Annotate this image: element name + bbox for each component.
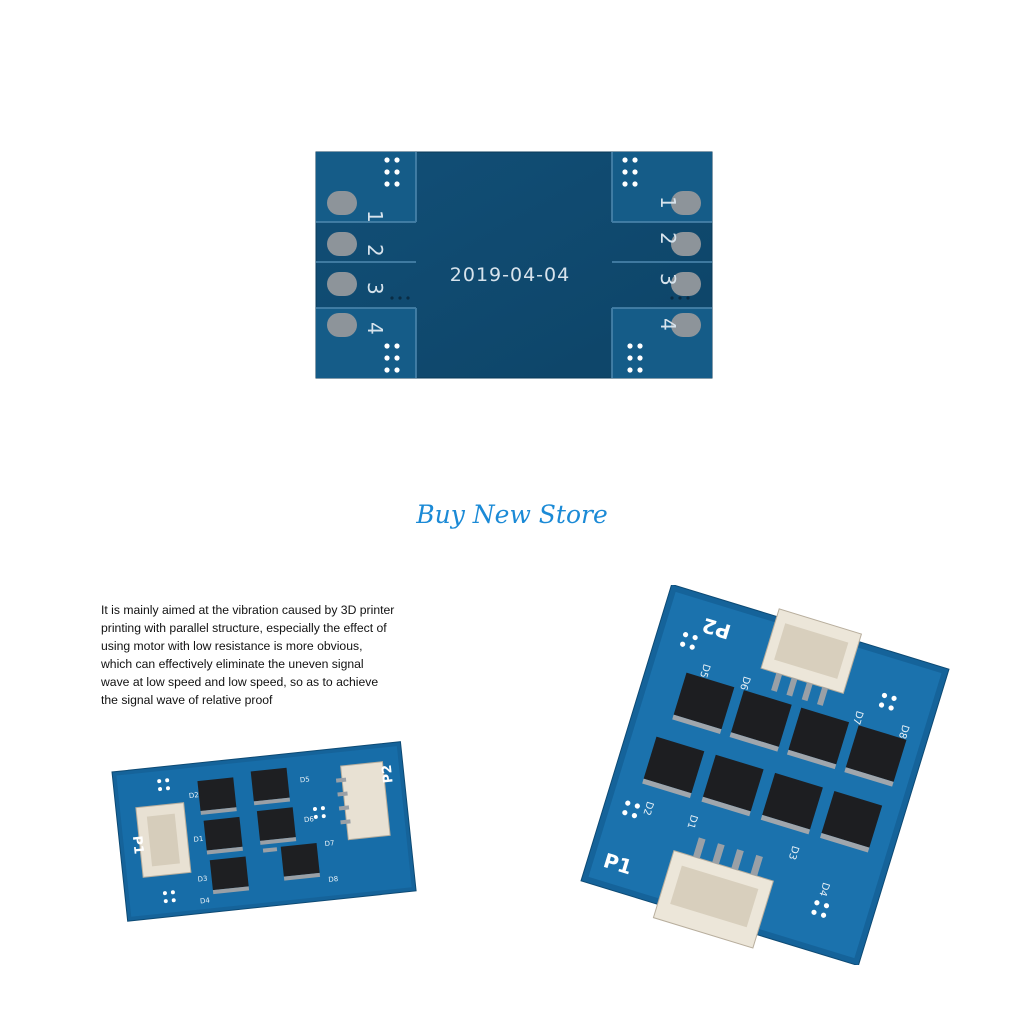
connector-label-p1: P1 xyxy=(129,835,146,855)
pad-number-right-3: 3 xyxy=(656,273,680,286)
pad-number-right-4: 4 xyxy=(656,318,680,331)
store-title: Buy New Store xyxy=(416,500,608,529)
diode-label: D6 xyxy=(737,675,752,692)
diode-label: D7 xyxy=(324,839,335,848)
diode-label: D2 xyxy=(640,800,655,817)
diode-label: D8 xyxy=(328,875,339,884)
pad-number-right-1: 1 xyxy=(656,196,680,209)
description-line: wave at low speed and low speed, so as t… xyxy=(101,675,379,689)
diode-label: D3 xyxy=(197,875,208,884)
diode-label: D2 xyxy=(189,791,200,800)
diode-label: D1 xyxy=(193,835,204,844)
diode-label: D4 xyxy=(816,881,831,898)
pad-number-right-2: 2 xyxy=(656,232,680,245)
diode-label: D8 xyxy=(896,723,911,740)
diode-label: D5 xyxy=(697,662,712,679)
description-line: the signal wave of relative proof xyxy=(101,693,273,707)
diode-label: D1 xyxy=(684,813,699,830)
connector-label-p2: P2 xyxy=(380,764,397,784)
description-line: printing with parallel structure, especi… xyxy=(101,621,387,635)
pcb-front-small-photo: P1 P2 D2 D1 D3 D4 D5 D6 D7 D8 xyxy=(111,741,417,922)
pad-number-left-2: 2 xyxy=(363,244,387,257)
description-line: using motor with low resistance is more … xyxy=(101,639,363,653)
diode-label: D3 xyxy=(786,844,801,861)
description-line: It is mainly aimed at the vibration caus… xyxy=(101,603,395,617)
pcb-back-board: 1 2 3 4 1 2 3 4 2019-04-04 xyxy=(315,151,713,379)
diode-label: D7 xyxy=(850,709,865,726)
pad-number-left-4: 4 xyxy=(363,322,387,335)
pcb-back-photo: 1 2 3 4 1 2 3 4 2019-04-04 xyxy=(315,151,713,379)
connector-p2-small xyxy=(335,761,391,841)
diode-label: D5 xyxy=(299,775,310,784)
pcb-front-large-photo: P2 P1 D5 D6 D7 D8 D2 D1 D3 D4 xyxy=(580,585,950,965)
connector-p1-small xyxy=(135,802,192,878)
description-line: which can effectively eliminate the unev… xyxy=(101,657,364,671)
product-description: It is mainly aimed at the vibration caus… xyxy=(101,601,421,709)
pad-number-left-1: 1 xyxy=(363,210,387,223)
diode-label: D6 xyxy=(304,815,315,824)
pcb-date-label: 2019-04-04 xyxy=(450,264,570,286)
pad-number-left-3: 3 xyxy=(363,282,387,295)
diode-label: D4 xyxy=(200,896,211,905)
connector-p1-large xyxy=(652,837,774,949)
connector-p2-large xyxy=(760,608,863,706)
